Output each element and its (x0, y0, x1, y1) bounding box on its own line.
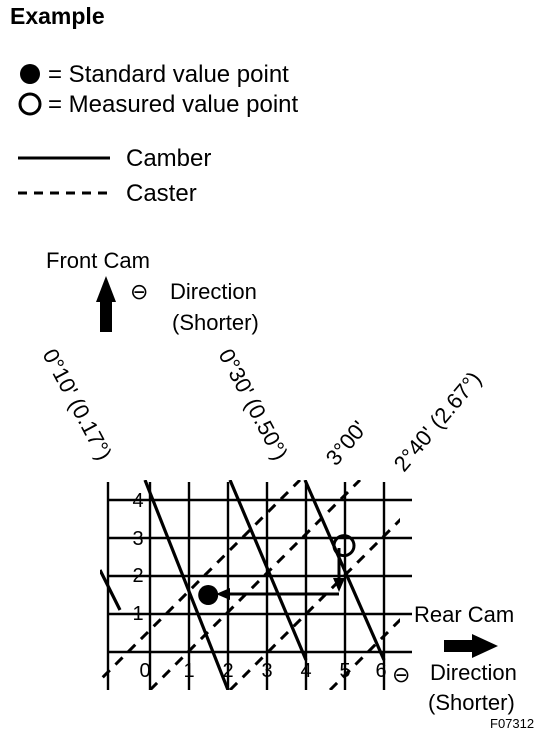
x-tick-label: 3 (261, 660, 272, 682)
camber-label-0-10: 0°10' (0.17°) (38, 345, 117, 465)
camber-line (100, 569, 122, 611)
x-tick-label: 0 (139, 660, 150, 682)
front-cam-label: Front Cam (46, 248, 150, 273)
caster-label-2-40: 2°40' (2.67°) (389, 367, 487, 477)
y-tick-label: 1 (132, 603, 143, 625)
rear-cam-minus-symbol: ⊖ (392, 662, 410, 687)
standard-point-legend-marker (20, 64, 40, 84)
grid-lines (106, 482, 412, 690)
standard-point-legend-label: = Standard value point (48, 61, 289, 88)
rear-cam-arrow-icon (444, 634, 498, 658)
camber-label-0-30: 0°30' (0.50°) (214, 345, 293, 465)
camber-line (143, 480, 230, 690)
x-tick-label: 6 (375, 660, 386, 682)
y-tick-label: 2 (132, 565, 143, 587)
adjustment-lines (100, 480, 400, 690)
arrow-down-icon (333, 578, 345, 592)
front-cam-direction-label: Direction (170, 279, 257, 304)
x-tick-label: 2 (222, 660, 233, 682)
camber-line (303, 480, 386, 661)
rear-cam-shorter-label: (Shorter) (428, 690, 515, 715)
standard-value-point (198, 585, 219, 605)
front-cam-arrow-icon (96, 276, 116, 332)
front-cam-minus-symbol: ⊖ (130, 279, 148, 304)
rear-cam-label: Rear Cam (414, 602, 514, 627)
adjustment-path (216, 548, 345, 600)
x-tick-label: 4 (300, 660, 311, 682)
caster-line (100, 480, 302, 683)
measured-point-legend-marker (18, 92, 42, 116)
caster-line (148, 480, 362, 690)
camber-legend-label: Camber (126, 145, 211, 172)
caster-legend-label: Caster (126, 180, 197, 207)
rear-cam-direction-label: Direction (430, 660, 517, 685)
arrow-left-icon (216, 588, 230, 600)
measured-point-legend-label: = Measured value point (48, 91, 298, 118)
y-tick-label: 4 (132, 490, 143, 512)
figure-code: F07312 (490, 716, 534, 731)
x-tick-label: 1 (183, 660, 194, 682)
diagram-title: Example (10, 3, 105, 29)
caster-label-3-00: 3°00' (321, 416, 372, 470)
x-tick-label: 5 (339, 660, 350, 682)
caster-line (228, 517, 400, 690)
measured-value-point (332, 534, 356, 558)
x-tick-labels: 0 1 2 3 4 5 6 (139, 660, 386, 682)
y-tick-label: 3 (132, 528, 143, 550)
front-cam-shorter-label: (Shorter) (172, 310, 259, 335)
caster-line (328, 617, 400, 690)
y-tick-labels: 1 2 3 4 (132, 490, 143, 625)
